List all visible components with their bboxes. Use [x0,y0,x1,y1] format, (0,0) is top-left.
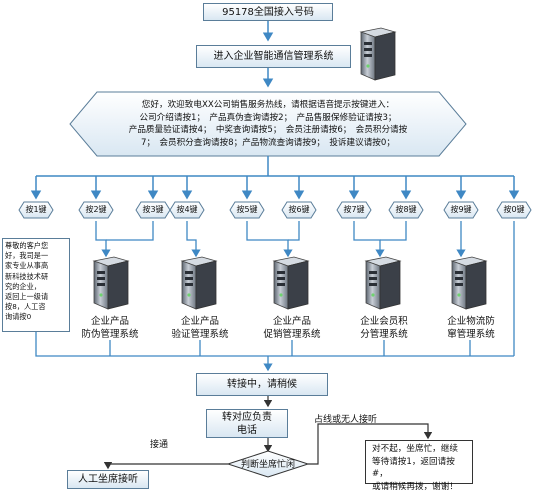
welcome-text: 您好，欢迎致电XX公司销售服务热线，请根据语音提示按键进入： 公司介绍请按1； … [97,92,439,156]
server-icon-1 [94,257,128,309]
note-line: 好，我司是一 [5,251,67,261]
system-label-1: 企业产品 防伪管理系统 [65,315,155,341]
system-label-line: 企业物流防 [426,315,516,328]
system-label-line: 防伪管理系统 [65,328,155,341]
agent-box-line: 转对应负责 [222,411,272,424]
connected-label: 接通 [150,437,168,450]
system-label-3: 企业产品 促销管理系统 [247,315,337,341]
welcome-line-4: 7； 会员积分查询请按8；产品物流查询请按9； 投诉建议请按0； [141,137,395,150]
system-label-4: 企业会员积 分管理系统 [339,315,429,341]
agent-phone-box: 转对应负责 电话 [206,409,288,438]
server-icon-2 [182,257,216,309]
key-label-2: 按3键 [136,204,170,215]
system-label-line: 验证管理系统 [155,328,245,341]
key-label-3: 按4键 [170,204,204,215]
agent-box-line: 电话 [237,424,257,437]
busy-line: 或请稍候再拨，谢谢！ [372,481,466,493]
note-line: 尊敬的客户您 [5,241,67,251]
system-label-line: 分管理系统 [339,328,429,341]
server-icon-3 [274,257,308,309]
manual-agent-box: 人工坐席接听 [67,470,149,489]
system-label-2: 企业产品 验证管理系统 [155,315,245,341]
busy-label: 占线或无人接听 [314,412,377,425]
welcome-line-2: 公司介绍请按1； 产品真伪查询请按2； 产品售服保修验证请按3； [139,112,396,125]
transfer-box: 转接中，请稍候 [196,373,328,396]
note-line: 按8，人工咨 [5,302,67,312]
key-drops [36,176,514,198]
key1-note: 尊敬的客户您 好，我司是一 家专业从事高 新科技技术研 究的企业， 返回上一级请… [2,238,70,332]
busy-line: 等待请按1，返回请按#， [372,456,466,481]
key-label-8: 按9键 [444,204,478,215]
key-label-1: 按2键 [79,204,113,215]
system-label-line: 企业会员积 [339,315,429,328]
welcome-line-3: 产品质量验证请按4； 中奖查询请按5； 会员注册请按6； 会员积分请按 [129,124,408,137]
note-line: 询请按0 [5,312,67,322]
key-label-0: 按1键 [19,204,53,215]
system-label-line: 窜管理系统 [426,328,516,341]
busy-message-box: 对不起，坐席忙，继续 等待请按1，返回请按#， 或请稍候再拨，谢谢！ [365,440,473,484]
system-label-line: 促销管理系统 [247,328,337,341]
note-line: 返回上一级请 [5,292,67,302]
note-line: 家专业从事高 [5,261,67,271]
system-label-line: 企业产品 [155,315,245,328]
key-label-9: 按0键 [497,204,531,215]
system-entry-box: 进入企业智能通信管理系统 [196,45,351,68]
system-label-5: 企业物流防 窜管理系统 [426,315,516,341]
main-server-icon [361,28,395,80]
system-label-line: 企业产品 [65,315,155,328]
decision-label: 判断坐席忙闲 [228,457,308,470]
welcome-line-1: 您好，欢迎致电XX公司销售服务热线，请根据语音提示按键进入： [142,99,394,112]
server-icon-4 [366,257,400,309]
busy-line: 对不起，坐席忙，继续 [372,443,466,456]
top-number-box: 95178全国接入号码 [203,3,333,21]
key-label-4: 按5键 [230,204,264,215]
note-line: 新科技技术研 [5,272,67,282]
server-icon-5 [452,257,486,309]
note-line: 究的企业， [5,282,67,292]
key-label-5: 按6键 [282,204,316,215]
system-label-line: 企业产品 [247,315,337,328]
key-label-7: 按8键 [389,204,423,215]
key-label-6: 按7键 [337,204,371,215]
